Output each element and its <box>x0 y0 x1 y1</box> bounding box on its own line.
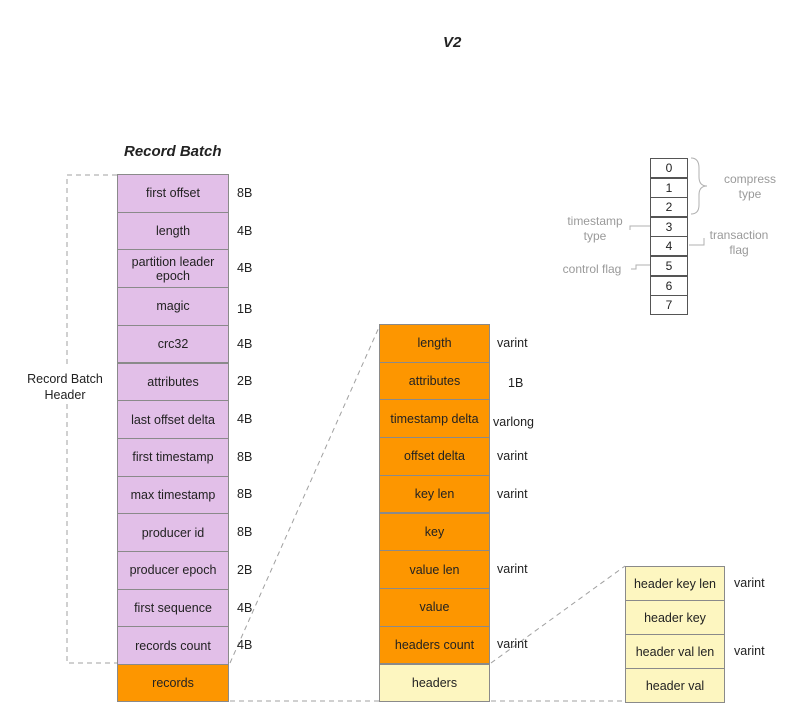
attribute-bit-5: 5 <box>650 256 688 276</box>
record-field-timestamp-delta: timestamp delta <box>379 399 490 439</box>
record-size-length: varint <box>497 335 528 350</box>
record-field-offset-delta: offset delta <box>379 437 490 476</box>
batch-field-crc32: crc32 <box>117 324 229 364</box>
batch-field-first-offset: first offset <box>117 174 229 213</box>
record-field-headers-count: headers count <box>379 625 490 665</box>
batch-field-producer-epoch: producer epoch <box>117 551 229 590</box>
batch-size-partition-leader-epoch: 4B <box>237 261 253 276</box>
record-field-key: key <box>379 512 490 552</box>
batch-field-partition-leader-epoch: partition leader epoch <box>117 249 229 289</box>
batch-size-first-timestamp: 8B <box>237 449 253 464</box>
record-batch-header-label: Record Batch Header <box>27 372 103 402</box>
batch-field-attributes: attributes <box>117 362 229 402</box>
record-field-attributes: attributes <box>379 361 490 401</box>
batch-field-max-timestamp: max timestamp <box>117 475 229 515</box>
header-bracket-bottom <box>66 404 117 664</box>
attribute-bit-0: 0 <box>650 158 688 178</box>
attribute-bit-2: 2 <box>650 197 688 218</box>
batch-field-length: length <box>117 211 229 251</box>
batch-size-producer-id: 8B <box>237 525 253 540</box>
record-field-length: length <box>379 324 490 363</box>
transaction-flag-connector <box>689 238 705 246</box>
header-size-header-val-len: varint <box>734 644 765 658</box>
compress-type-label: compress type <box>723 172 776 201</box>
batch-size-records-count: 4B <box>237 638 253 653</box>
timestamp-type-connector <box>629 225 650 230</box>
record-size-offset-delta: varint <box>497 448 528 463</box>
header-bracket-top <box>66 174 117 366</box>
record-field-headers: headers <box>379 664 490 702</box>
compress-type-brace <box>690 157 708 215</box>
attribute-bit-4: 4 <box>650 236 688 257</box>
batch-size-magic: 1B <box>237 301 253 316</box>
record-batch-title: Record Batch <box>124 143 222 160</box>
header-field-header-key-len: header key len <box>625 566 725 601</box>
transaction-flag-label: transaction flag <box>709 228 769 257</box>
batch-field-records-count: records count <box>117 626 229 666</box>
batch-size-attributes: 2B <box>237 374 253 389</box>
record-field-key-len: key len <box>379 474 490 514</box>
header-field-header-val-len: header val len <box>625 634 725 669</box>
attribute-bit-6: 6 <box>650 275 688 296</box>
record-size-value-len: varint <box>497 562 528 577</box>
batch-size-first-offset: 8B <box>237 185 253 200</box>
attribute-bit-7: 7 <box>650 295 688 316</box>
record-field-value-len: value len <box>379 550 490 589</box>
record-field-value: value <box>379 587 490 627</box>
batch-size-crc32: 4B <box>237 336 253 351</box>
headers-expand-top <box>490 565 626 664</box>
version-title: V2 <box>443 34 462 51</box>
record-size-attributes: 1B <box>508 375 524 390</box>
records-expand-top <box>229 324 381 664</box>
header-field-header-key: header key <box>625 600 725 635</box>
record-size-headers-count: varint <box>497 637 528 652</box>
batch-field-magic: magic <box>117 287 229 326</box>
batch-size-first-sequence: 4B <box>237 600 253 615</box>
control-flag-label: control flag <box>562 262 622 276</box>
timestamp-type-label: timestamp type <box>567 214 623 243</box>
batch-field-last-offset-delta: last offset delta <box>117 400 229 439</box>
batch-field-first-sequence: first sequence <box>117 588 229 628</box>
batch-size-producer-epoch: 2B <box>237 562 253 577</box>
attribute-bit-1: 1 <box>650 177 688 198</box>
record-size-key-len: varint <box>497 486 528 501</box>
batch-size-last-offset-delta: 4B <box>237 412 253 427</box>
header-size-header-key-len: varint <box>734 576 765 590</box>
record-size-timestamp-delta: varlong <box>493 415 534 430</box>
header-field-header-val: header val <box>625 668 725 703</box>
batch-field-records: records <box>117 664 229 702</box>
batch-size-max-timestamp: 8B <box>237 487 253 502</box>
batch-field-producer-id: producer id <box>117 513 229 552</box>
batch-size-length: 4B <box>237 223 253 238</box>
attribute-bit-3: 3 <box>650 216 688 237</box>
control-flag-connector <box>631 264 650 270</box>
batch-field-first-timestamp: first timestamp <box>117 437 229 477</box>
